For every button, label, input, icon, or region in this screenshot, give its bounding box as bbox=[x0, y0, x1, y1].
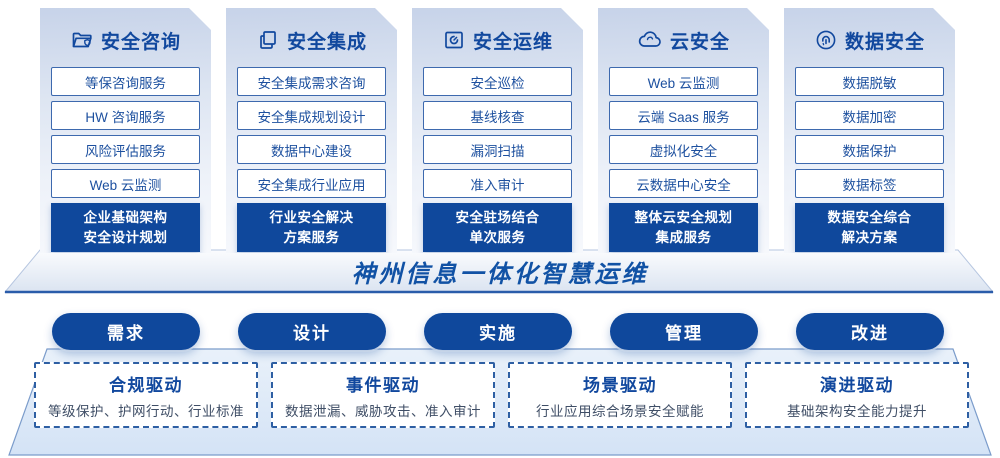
driver-desc: 行业应用综合场景安全赋能 bbox=[536, 403, 704, 419]
service-item: Web 云监测 bbox=[609, 67, 758, 96]
service-item: 准入审计 bbox=[423, 169, 572, 198]
driver-box-scenario: 场景驱动 行业应用综合场景安全赋能 bbox=[508, 362, 732, 428]
service-item: 数据标签 bbox=[795, 169, 944, 198]
fingerprint-icon bbox=[814, 28, 838, 52]
card-header: 云安全 bbox=[598, 22, 769, 58]
service-item: 基线核查 bbox=[423, 101, 572, 130]
driver-desc: 数据泄漏、威胁攻击、准入审计 bbox=[285, 403, 481, 419]
highlight-service: 企业基础架构 安全设计规划 bbox=[51, 203, 200, 252]
driver-box-incident: 事件驱动 数据泄漏、威胁攻击、准入审计 bbox=[271, 362, 495, 428]
service-item: Web 云监测 bbox=[51, 169, 200, 198]
card-header: 安全咨询 bbox=[40, 22, 211, 58]
card-header: 数据安全 bbox=[784, 22, 955, 58]
service-item: 安全集成需求咨询 bbox=[237, 67, 386, 96]
card-title: 安全运维 bbox=[472, 31, 553, 53]
driver-desc: 等级保护、护网行动、行业标准 bbox=[48, 403, 244, 419]
card-title: 安全集成 bbox=[286, 31, 367, 53]
card-header: 安全集成 bbox=[226, 22, 397, 58]
card-header: 安全运维 bbox=[412, 22, 583, 58]
service-item: 数据中心建设 bbox=[237, 135, 386, 164]
highlight-service: 行业安全解决 方案服务 bbox=[237, 203, 386, 252]
driver-title: 演进驱动 bbox=[820, 375, 894, 395]
folder-shield-icon bbox=[70, 28, 94, 52]
process-pill-manage: 管理 bbox=[610, 313, 758, 350]
service-item: 数据加密 bbox=[795, 101, 944, 130]
copy-documents-icon bbox=[256, 28, 280, 52]
service-card-security-operations: 安全运维 安全巡检 基线核查 漏洞扫描 准入审计 安全驻场结合 单次服务 bbox=[412, 8, 583, 253]
process-pill-implement: 实施 bbox=[424, 313, 572, 350]
service-card-security-integration: 安全集成 安全集成需求咨询 安全集成规划设计 数据中心建设 安全集成行业应用 行… bbox=[226, 8, 397, 253]
cloud-icon bbox=[637, 28, 663, 52]
service-item: 虚拟化安全 bbox=[609, 135, 758, 164]
service-card-data-security: 数据安全 数据脱敏 数据加密 数据保护 数据标签 数据安全综合 解决方案 bbox=[784, 8, 955, 253]
highlight-service: 整体云安全规划 集成服务 bbox=[609, 203, 758, 252]
card-title: 安全咨询 bbox=[100, 31, 181, 53]
service-item: 云端 Saas 服务 bbox=[609, 101, 758, 130]
service-item: 漏洞扫描 bbox=[423, 135, 572, 164]
service-item: 安全巡检 bbox=[423, 67, 572, 96]
highlight-service: 数据安全综合 解决方案 bbox=[795, 203, 944, 252]
process-pill-requirements: 需求 bbox=[52, 313, 200, 350]
driver-title: 场景驱动 bbox=[583, 375, 657, 395]
service-item: 云数据中心安全 bbox=[609, 169, 758, 198]
service-item: 安全集成规划设计 bbox=[237, 101, 386, 130]
process-pill-improve: 改进 bbox=[796, 313, 944, 350]
service-item: 数据脱敏 bbox=[795, 67, 944, 96]
driver-desc: 基础架构安全能力提升 bbox=[787, 403, 927, 419]
banner-platform-shape bbox=[3, 249, 995, 294]
card-title: 云安全 bbox=[669, 31, 730, 53]
service-item: 安全集成行业应用 bbox=[237, 169, 386, 198]
service-item: 风险评估服务 bbox=[51, 135, 200, 164]
service-item: HW 咨询服务 bbox=[51, 101, 200, 130]
service-card-cloud-security: 云安全 Web 云监测 云端 Saas 服务 虚拟化安全 云数据中心安全 整体云… bbox=[598, 8, 769, 253]
service-card-security-consulting: 安全咨询 等保咨询服务 HW 咨询服务 风险评估服务 Web 云监测 企业基础架… bbox=[40, 8, 211, 253]
driver-box-compliance: 合规驱动 等级保护、护网行动、行业标准 bbox=[34, 362, 258, 428]
process-pill-design: 设计 bbox=[238, 313, 386, 350]
driver-title: 事件驱动 bbox=[346, 375, 420, 395]
service-item: 等保咨询服务 bbox=[51, 67, 200, 96]
platform-banner-title: 神州信息一体化智慧运维 bbox=[351, 260, 649, 288]
monitor-gauge-icon bbox=[442, 28, 466, 52]
card-title: 数据安全 bbox=[844, 31, 925, 53]
driver-title: 合规驱动 bbox=[109, 375, 183, 395]
service-item: 数据保护 bbox=[795, 135, 944, 164]
highlight-service: 安全驻场结合 单次服务 bbox=[423, 203, 572, 252]
driver-box-evolution: 演进驱动 基础架构安全能力提升 bbox=[745, 362, 969, 428]
